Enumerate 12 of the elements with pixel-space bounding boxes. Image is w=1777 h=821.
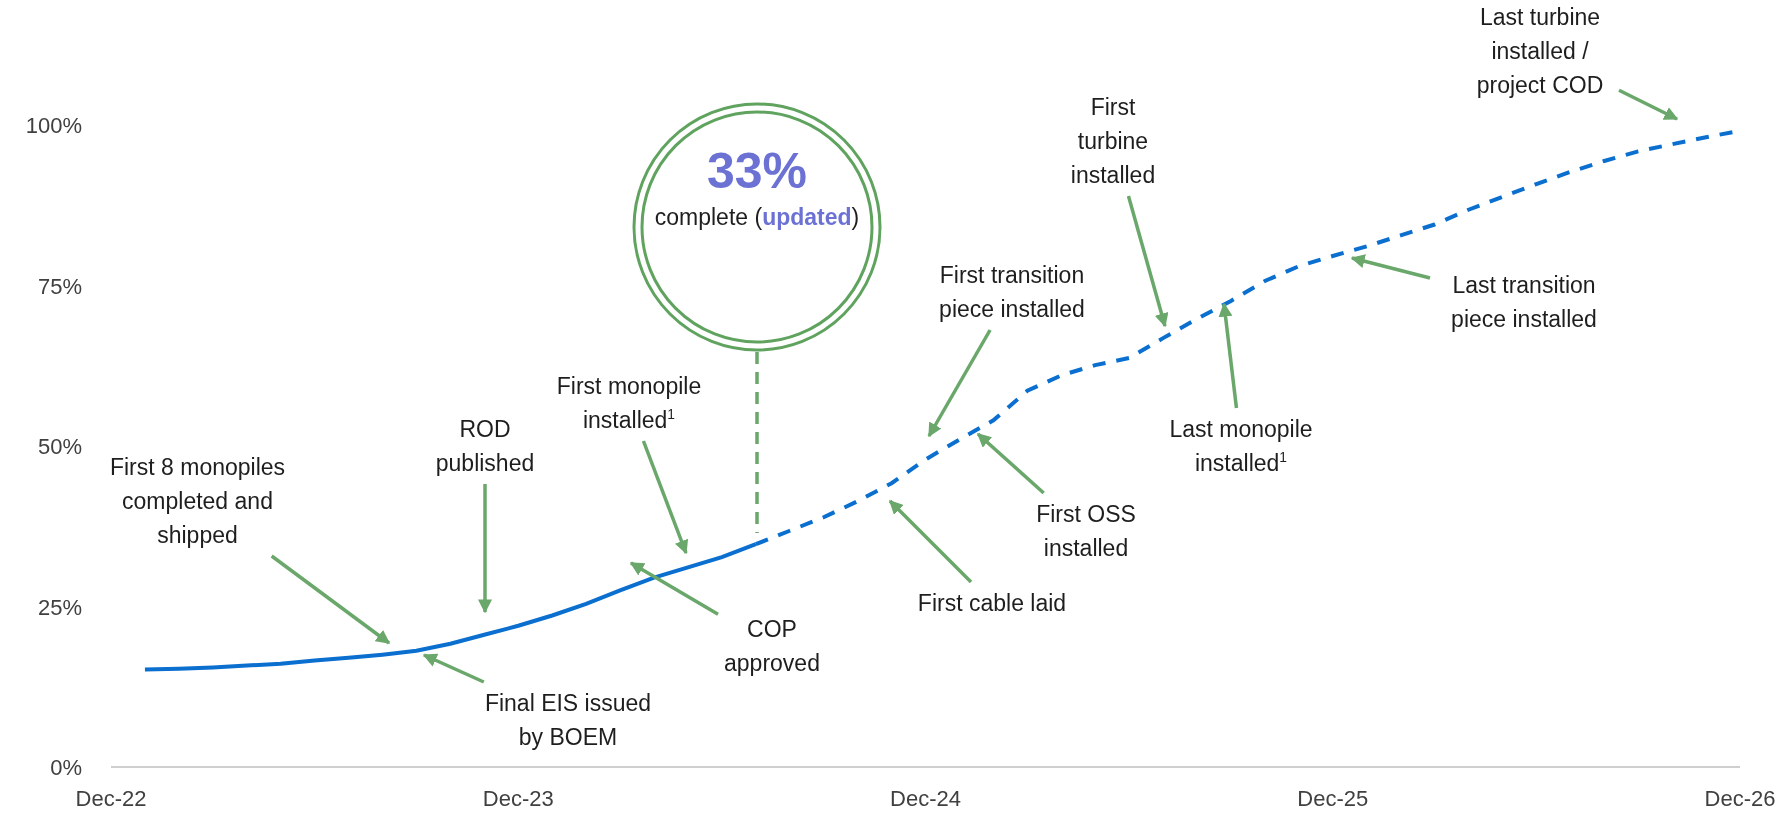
axis-tick-label: 0% — [50, 755, 82, 780]
axis-tick-label: 75% — [37, 273, 82, 299]
axis-tick-label: 100% — [25, 113, 82, 138]
axis-tick-label: 50% — [37, 434, 82, 459]
axis-tick-label: 25% — [37, 594, 82, 620]
axis-tick-label: Dec-23 — [482, 786, 554, 811]
percent-value: 33% — [706, 142, 808, 200]
status-text: complete (updated) — [654, 203, 860, 232]
axis-tick-label: Dec-26 — [1704, 786, 1776, 811]
axis-tick-label: Dec-24 — [890, 786, 961, 811]
axis-tick-label: Dec-22 — [75, 786, 147, 811]
axis-tick-label: Dec-25 — [1297, 786, 1369, 811]
